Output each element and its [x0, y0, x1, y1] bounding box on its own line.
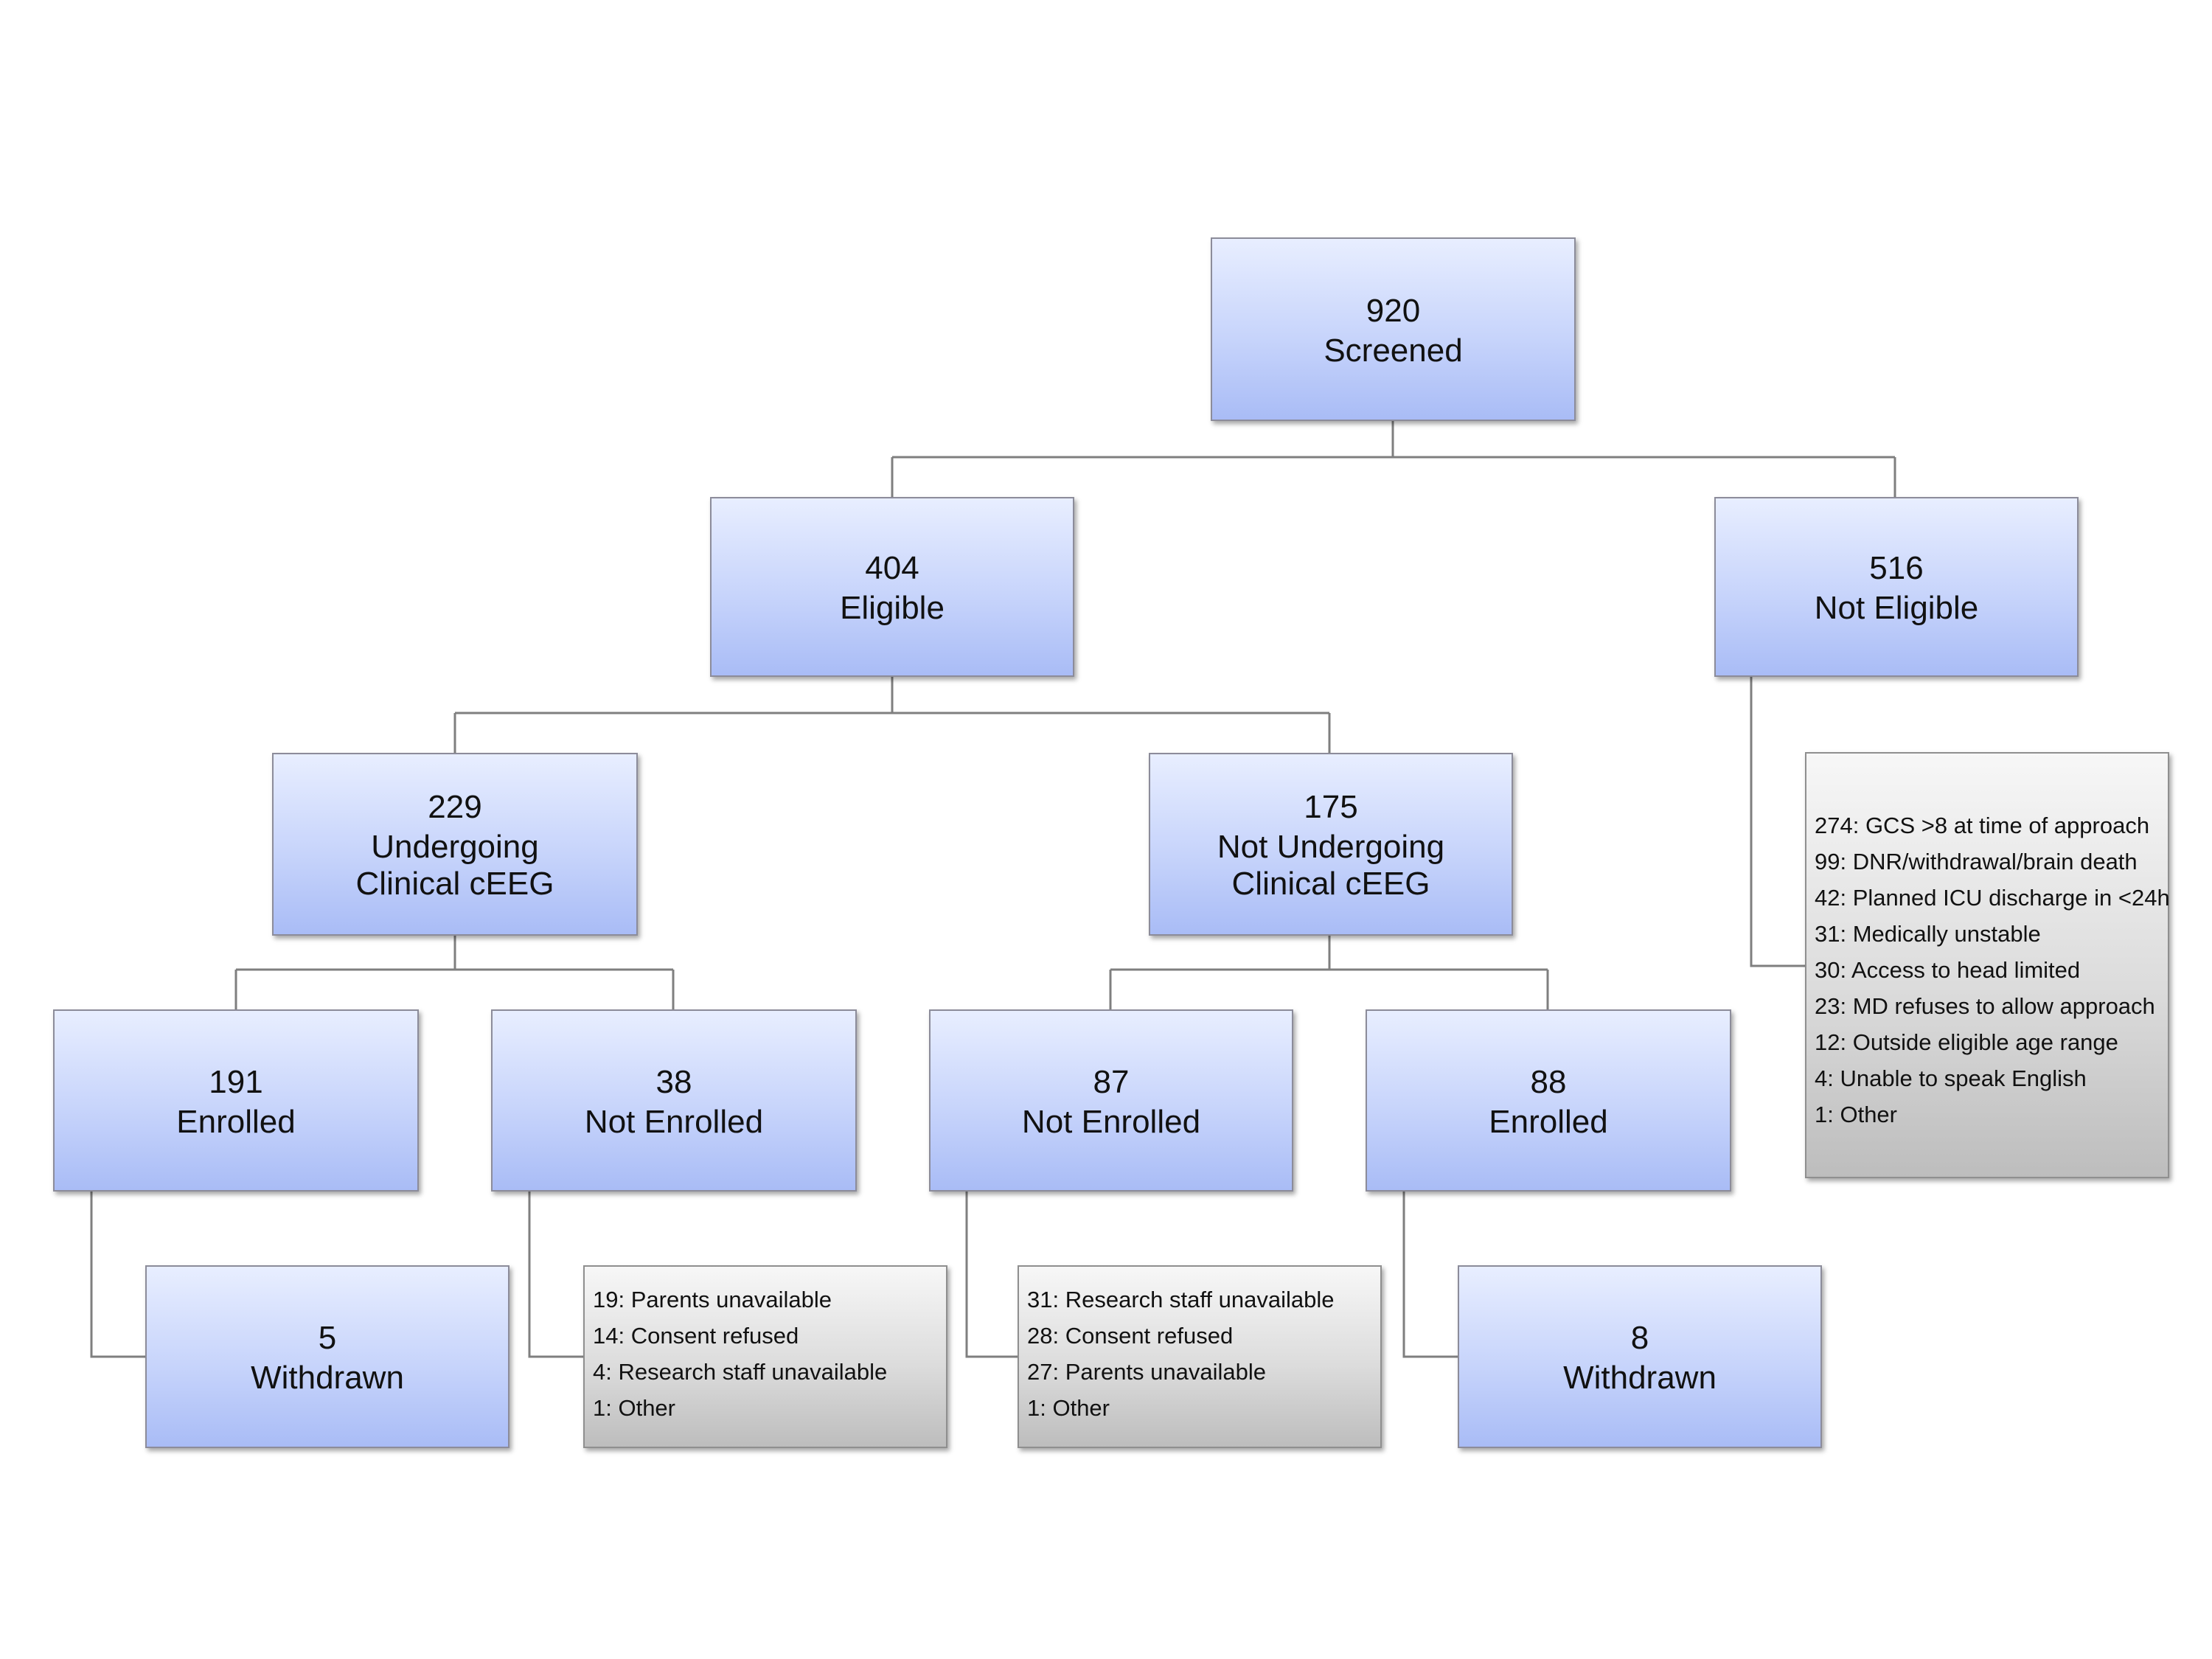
connector-withdrawn-right [1402, 1192, 1458, 1358]
not-undergoing-ceeg-label-line2: Clinical cEEG [1231, 866, 1430, 902]
reason-item: 30: Access to head limited [1815, 957, 2081, 983]
reason-item: 1: Other [1027, 1395, 1110, 1421]
withdrawn-left-box: 5 Withdrawn [145, 1265, 509, 1448]
reason-item: 99: DNR/withdrawal/brain death [1815, 849, 2138, 874]
withdrawn-left-label: Withdrawn [251, 1360, 404, 1396]
reason-item: 1: Other [593, 1395, 675, 1421]
withdrawn-right-label: Withdrawn [1563, 1360, 1717, 1396]
reason-item: 19: Parents unavailable [593, 1287, 832, 1312]
not-enrolled-left-box: 38 Not Enrolled [491, 1009, 857, 1192]
undergoing-ceeg-box: 229 Undergoing Clinical cEEG [272, 753, 638, 936]
reason-item: 23: MD refuses to allow approach [1815, 993, 2155, 1019]
reason-item: 4: Research staff unavailable [593, 1359, 888, 1385]
not-enrolled-left-reasons-box: 19: Parents unavailable 14: Consent refu… [583, 1265, 947, 1448]
enrolled-left-count: 191 [209, 1063, 263, 1100]
enrolled-right-box: 88 Enrolled [1366, 1009, 1731, 1192]
connector-not-eligible-reasons [1750, 677, 1805, 967]
reason-item: 27: Parents unavailable [1027, 1359, 1267, 1385]
connector-not-undergoing [1109, 936, 1549, 1009]
withdrawn-left-count: 5 [318, 1320, 337, 1356]
eligible-count: 404 [865, 550, 919, 586]
connector-screened [891, 421, 1896, 497]
reason-item: 274: GCS >8 at time of approach [1815, 813, 2150, 838]
enrolled-left-box: 191 Enrolled [53, 1009, 419, 1192]
not-enrolled-left-count: 38 [655, 1063, 692, 1100]
not-enrolled-right-reasons-box: 31: Research staff unavailable 28: Conse… [1018, 1265, 1382, 1448]
undergoing-ceeg-label-line2: Clinical cEEG [355, 866, 554, 902]
not-undergoing-ceeg-label-line1: Not Undergoing [1217, 829, 1445, 865]
screened-label: Screened [1324, 332, 1463, 369]
connector-eligible [453, 677, 1331, 753]
enrolled-right-count: 88 [1530, 1063, 1567, 1100]
connector-undergoing [234, 936, 675, 1009]
not-enrolled-left-label: Not Enrolled [584, 1103, 764, 1140]
withdrawn-right-box: 8 Withdrawn [1458, 1265, 1822, 1448]
withdrawn-right-count: 8 [1630, 1320, 1649, 1356]
eligible-box: 404 Eligible [710, 497, 1074, 677]
not-enrolled-right-label: Not Enrolled [1021, 1103, 1201, 1140]
reason-item: 4: Unable to speak English [1815, 1065, 2087, 1091]
enrolled-right-label: Enrolled [1489, 1103, 1608, 1140]
connector-not-enrolled-right-reasons [965, 1192, 1018, 1358]
reason-item: 31: Research staff unavailable [1027, 1287, 1335, 1312]
reason-item: 14: Consent refused [593, 1323, 799, 1349]
reason-item: 28: Consent refused [1027, 1323, 1234, 1349]
reason-item: 42: Planned ICU discharge in <24h [1815, 885, 2170, 911]
undergoing-ceeg-count: 229 [428, 789, 482, 825]
not-undergoing-ceeg-box: 175 Not Undergoing Clinical cEEG [1149, 753, 1513, 936]
reason-item: 1: Other [1815, 1102, 1897, 1127]
reason-item: 31: Medically unstable [1815, 921, 2041, 947]
not-eligible-count: 516 [1869, 550, 1924, 586]
not-eligible-reasons-box: 274: GCS >8 at time of approach 99: DNR/… [1805, 752, 2170, 1178]
screened-count: 920 [1366, 292, 1421, 329]
screened-box: 920 Screened [1211, 237, 1576, 421]
eligible-label: Eligible [840, 590, 945, 626]
not-undergoing-ceeg-count: 175 [1304, 789, 1358, 825]
not-enrolled-right-box: 87 Not Enrolled [929, 1009, 1293, 1192]
not-enrolled-right-count: 87 [1093, 1063, 1130, 1100]
not-eligible-box: 516 Not Eligible [1714, 497, 2079, 677]
connector-not-enrolled-left-reasons [528, 1192, 583, 1358]
reason-item: 12: Outside eligible age range [1815, 1029, 2118, 1055]
connector-withdrawn-left [90, 1192, 145, 1358]
enrolled-left-label: Enrolled [176, 1103, 296, 1140]
undergoing-ceeg-label-line1: Undergoing [371, 829, 539, 865]
not-eligible-label: Not Eligible [1814, 590, 1979, 626]
